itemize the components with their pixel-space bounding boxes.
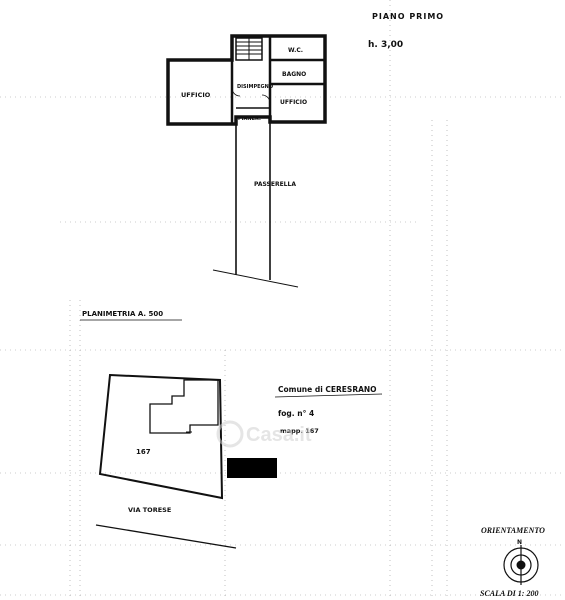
site-plan <box>95 373 237 549</box>
cadastral-parcel: mapp. 167 <box>280 427 319 435</box>
walkway <box>212 122 299 288</box>
room-label-office-right: UFFICIO <box>280 99 307 106</box>
compass-icon <box>503 545 539 585</box>
street-label: VIA TORESE <box>128 506 171 514</box>
floor-title: PIANO PRIMO <box>372 12 444 21</box>
orientation-label: ORIENTAMENTO <box>481 526 545 535</box>
room-label-landing: PIANER. <box>238 116 261 122</box>
room-label-bathroom: BAGNO <box>282 71 306 78</box>
parcel-number: 167 <box>136 448 151 456</box>
municipality-label: Comune di CERESRANO <box>278 385 377 394</box>
scale-footer: SCALA DI 1: 200 <box>480 589 538 598</box>
cadastral-sheet: fog. n° 4 <box>278 409 314 418</box>
room-label-office-main: UFFICIO <box>181 91 211 99</box>
site-plan-scale-label: PLANIMETRIA A. 500 <box>82 310 163 318</box>
room-label-corridor: DISIMPEGNO <box>237 84 273 90</box>
watermark: Casa.it <box>216 420 312 448</box>
room-label-wc: W.C. <box>288 47 303 54</box>
walkway-label: PASSERELLA <box>254 181 296 188</box>
municipality-underline <box>274 393 383 398</box>
redaction-block <box>227 458 277 478</box>
watermark-text: Casa.it <box>246 424 312 446</box>
north-mark: N <box>517 539 522 546</box>
height-note: h. 3,00 <box>368 40 403 50</box>
